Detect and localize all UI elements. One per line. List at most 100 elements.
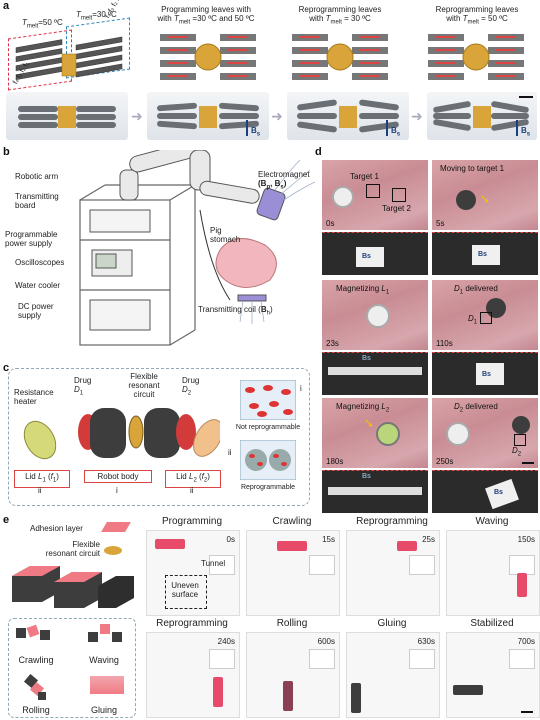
caption-d5: Magnetizing L2 [336, 402, 390, 414]
mode-gluing: Gluing [90, 705, 117, 715]
legend-i-text: Not reprogrammable [235, 424, 301, 431]
capsule-d2 [456, 190, 476, 210]
label-robotic-arm: Robotic arm [15, 172, 59, 181]
setup-illustration [79, 150, 316, 346]
arrow-a-3: ➜ [411, 108, 423, 124]
card-d4 [476, 363, 504, 385]
tunnel-1 [209, 555, 235, 575]
capsule-d3 [366, 304, 390, 328]
label-target-1: Target 1 [350, 172, 379, 181]
bs-d4: Bs [482, 371, 491, 378]
e-time-3: 25s [422, 535, 435, 544]
step-title-reprogramming-50: Reprogramming leaves with Tmelt = 50 ºC [435, 5, 519, 26]
legend-ii-text: Reprogrammable [240, 484, 296, 491]
time-d1: 0s [326, 219, 335, 228]
e-title-2: Crawling [272, 516, 312, 527]
time-d3: 23s [326, 339, 339, 348]
step-title-programming: Programming leaves with with Tmelt =30 º… [157, 5, 255, 26]
label-uneven: Uneven surface [171, 581, 199, 599]
mode-waving: Waving [89, 655, 119, 665]
label-adhesion-layer: Adhesion layer [30, 524, 83, 533]
yellow-arrow-d5: ➘ [364, 416, 375, 430]
e-frame-2: 15s [246, 530, 340, 616]
e-frame-6: 600s [246, 632, 340, 718]
robot-stack-illustration [12, 566, 134, 608]
tmelt-left-label: Tmelt=50 ºC [22, 18, 63, 30]
time-d2: 5s [436, 219, 445, 228]
scale-bar-a [519, 96, 533, 98]
caption-d3: Magnetizing L1 [336, 284, 390, 296]
label-water-cooler: Water cooler [15, 281, 61, 290]
tunnel-6 [309, 649, 335, 669]
lid-l1-box: Lid L1 (f1) [14, 470, 70, 488]
caption-d6: D2 delivered [454, 402, 498, 414]
bs-d1: Bs [362, 253, 371, 260]
label-transmitting-board: Transmitting board [15, 192, 59, 210]
num-i-center: i [116, 486, 118, 495]
scale-bar-e [521, 711, 533, 713]
robot-e4 [517, 573, 527, 597]
tunnel-4 [509, 555, 535, 575]
panel-d-letter: d [315, 146, 322, 158]
e-title-7: Gluing [377, 618, 407, 629]
label-d1: D1 [468, 314, 478, 326]
arrow-a-2: ➜ [271, 108, 283, 124]
e-title-8: Stabilized [470, 618, 514, 629]
legend-i-swatch [240, 380, 296, 420]
robot-e3 [397, 541, 417, 551]
robot-e7 [351, 683, 361, 713]
capsule-d6 [446, 422, 470, 446]
num-ii-right: ii [190, 486, 194, 495]
e-time-1: 0s [226, 535, 235, 544]
card-d1 [356, 247, 384, 267]
arm-d3 [328, 367, 422, 375]
legend-ii-num: ii [228, 448, 232, 457]
tunnel-2 [309, 555, 335, 575]
field-bs-label-a2: Bs [251, 126, 261, 138]
tunnel-5 [209, 649, 235, 669]
e-title-1: Programming [161, 516, 223, 527]
robot-body-box: Robot body [84, 470, 152, 483]
e-title-4: Waving [475, 516, 509, 527]
schematic-leaves-step-1 [160, 34, 256, 80]
move-arrow-d2: ➘ [480, 192, 491, 206]
scale-bar-d [522, 462, 534, 464]
panel-b-letter: b [3, 146, 10, 158]
step-title-reprogramming-30: Reprogramming leaves with Tmelt = 30 ºC [298, 5, 382, 26]
lid-l2-box: Lid L2 (f2) [165, 470, 221, 488]
panel-a-schematic-initial: Tmelt=50 ºC Tmelt=30 ºC f₄ f₃ f₂ f₁ f₄ f… [6, 0, 131, 92]
circuit-swatch [104, 546, 122, 555]
target-2-box [392, 188, 406, 202]
e-time-5: 240s [217, 637, 235, 646]
crawling-icon [16, 624, 50, 640]
legend-i-num: i [300, 384, 302, 393]
num-ii-left: ii [38, 486, 42, 495]
d1-box [480, 312, 492, 324]
d-frame-4: D1 delivered D1 110s [432, 280, 538, 350]
time-d5: 180s [326, 457, 344, 466]
adhesion-swatch [101, 522, 131, 532]
mode-rolling: Rolling [22, 705, 50, 715]
capsule-d6b [512, 416, 530, 434]
caption-d4: D1 delivered [454, 284, 498, 296]
label-resistance-heater: Resistance heater [14, 388, 54, 406]
e-time-6: 600s [317, 637, 335, 646]
bs-d3: Bs [362, 355, 371, 362]
schematic-leaves-step-3 [428, 34, 524, 80]
e-time-4: 150s [517, 535, 535, 544]
label-flexible-circuit: Flexible resonant circuit [128, 372, 160, 399]
e-frame-3: 25s [346, 530, 440, 616]
tunnel-3 [409, 555, 435, 575]
e-title-6: Rolling [276, 618, 308, 629]
uneven-box [165, 575, 207, 609]
e-frame-8: 700s [446, 632, 540, 718]
e-time-7: 630s [417, 637, 435, 646]
label-oscilloscopes: Oscilloscopes [15, 258, 65, 267]
tmelt-right-label: Tmelt=30 ºC [76, 10, 117, 22]
panel-c-frame [8, 368, 310, 506]
mode-legend-frame [8, 618, 136, 718]
arrow-a-1: ➜ [131, 108, 143, 124]
rolling-icon [23, 673, 46, 700]
bs-d6: Bs [494, 489, 503, 496]
